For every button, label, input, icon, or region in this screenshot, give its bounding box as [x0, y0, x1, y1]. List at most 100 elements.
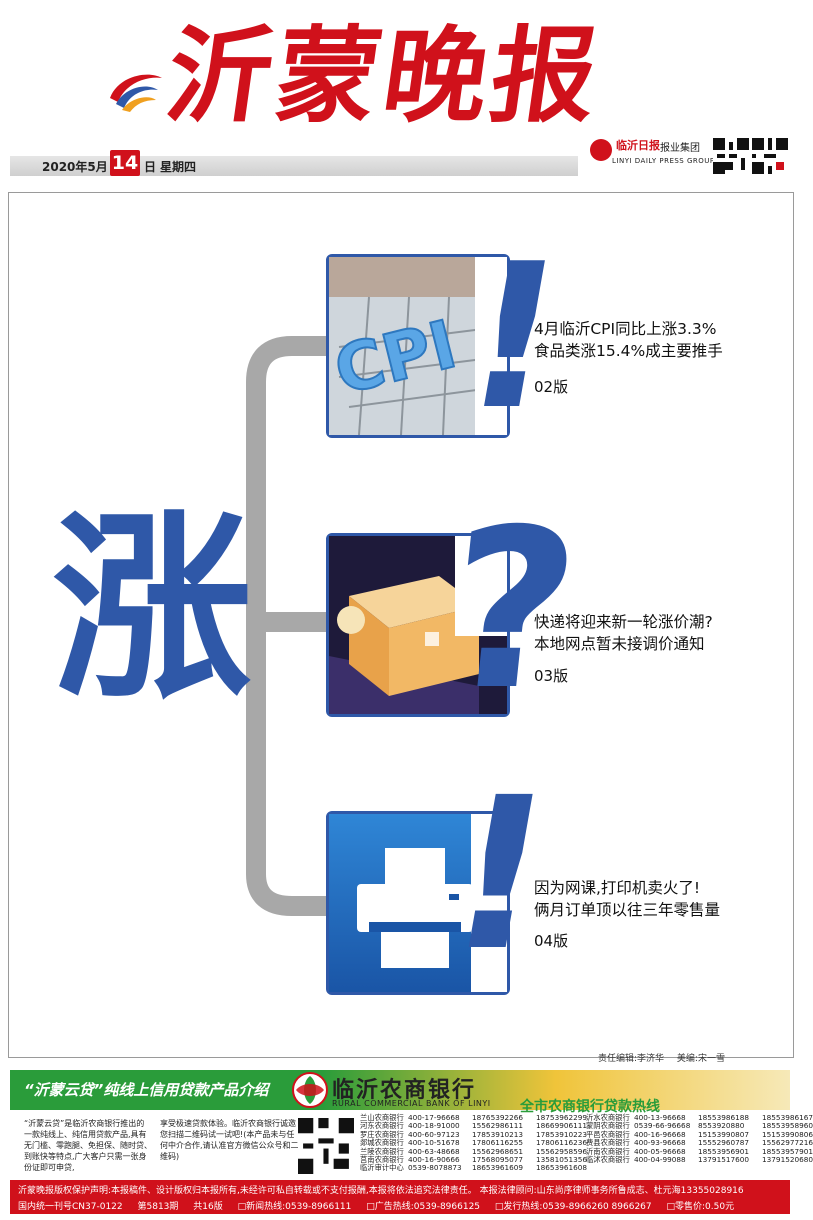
branch-contact-m2[interactable]: 15562958596: [536, 1146, 588, 1156]
cpi-image: CPI: [326, 257, 507, 436]
branch-contact-phone[interactable]: 400-17-96668: [408, 1113, 460, 1122]
date-band: [10, 156, 578, 176]
page-ref-02[interactable]: 02版: [534, 378, 569, 396]
branch-contact-m2[interactable]: 18753962299: [536, 1113, 588, 1122]
branch-contacts-left: 兰山农商银行 400-17-96668 18765392266 18753962299…: [360, 1113, 588, 1173]
headline-cpi[interactable]: 4月临沂CPI同比上涨3.3% 食品类涨15.4%成主要推手: [534, 318, 723, 362]
branch-contact-name: 沂水农商银行: [586, 1113, 630, 1122]
branch-contact-m2[interactable]: 18553986167: [762, 1113, 813, 1122]
branch-contact-phone[interactable]: 400-16-90666: [408, 1155, 460, 1165]
branch-contact-phone[interactable]: 0539-8078873: [408, 1163, 462, 1173]
qr-code-icon[interactable]: [298, 1118, 354, 1174]
bank-advertisement[interactable]: “沂蒙云贷”纯线上信用贷款产品介绍 临沂农商银行 RURAL COMMERCIA…: [10, 1066, 813, 1176]
express-box-image: [329, 536, 507, 714]
branch-contact-m2[interactable]: 18553957901: [762, 1146, 813, 1156]
branch-contact-m1[interactable]: 17806116255: [472, 1138, 524, 1148]
footer-bar: 沂蒙晚报版权保护声明:本报稿件、设计版权归本报所有,未经许可私自转载或不支付报酬…: [10, 1180, 790, 1214]
branch-contact-m2[interactable]: 18669906111: [536, 1121, 588, 1131]
ad-slogan: “沂蒙云贷”纯线上信用贷款产品介绍: [24, 1081, 269, 1099]
ad-banner: [10, 1070, 790, 1110]
editor-credit: 责任编辑:李济华: [598, 1054, 665, 1064]
branch-contact-phone[interactable]: 400-18-91000: [408, 1121, 460, 1131]
newspaper-logo-icon: [110, 74, 162, 112]
branch-contact-name: 兰山农商银行: [360, 1113, 404, 1122]
branch-contact-phone[interactable]: 400-10-51678: [408, 1138, 460, 1148]
branch-contact-m1[interactable]: 17568095077: [472, 1155, 524, 1165]
ad-description-cont: 享受极速贷款体验。临沂农商银行诚邀您扫描二维码试一试吧!(本产品未与任何中介合作…: [160, 1119, 299, 1161]
branch-contacts: 兰山农商银行 400-17-96668 18765392266 18753962299…: [360, 1113, 813, 1176]
branch-contact-row: 蒙阴农商银行 0539-66-96668 8553920880 18553958960: [586, 1121, 813, 1131]
branch-contact-name: 蒙阴农商银行: [586, 1121, 630, 1131]
branch-contact-m2[interactable]: 15562977216: [762, 1138, 813, 1148]
branch-contact-m2[interactable]: 17806116236: [536, 1138, 588, 1148]
branch-contact-name: 罗庄农商银行: [360, 1129, 404, 1139]
branch-contact-phone[interactable]: 400-05-96668: [634, 1146, 686, 1156]
branch-contact-name: 莒南农商银行: [360, 1155, 404, 1165]
press-group-seal-icon: [590, 139, 612, 161]
headline-printer[interactable]: 因为网课,打印机卖火了! 俩月订单顶以往三年零售量: [534, 877, 720, 921]
issue-number: 国内统一刊号CN37-0122: [18, 1202, 123, 1212]
ad-hotline: □广告热线:0539-8966125: [366, 1202, 481, 1212]
issue-count: 第5813期: [137, 1202, 179, 1212]
bank-logo-icon: [292, 1072, 328, 1108]
branch-contact-phone[interactable]: 400-16-96668: [634, 1129, 686, 1139]
branch-contact-m2[interactable]: 13791520680: [762, 1155, 813, 1165]
branch-contact-phone[interactable]: 0539-66-96668: [634, 1121, 691, 1131]
branch-contact-m1[interactable]: 18553986188: [698, 1113, 750, 1122]
branch-contact-m2[interactable]: 17853910223: [536, 1129, 588, 1139]
branch-contact-name: 兰陵农商银行: [360, 1146, 404, 1156]
news-hotline: □新闻热线:0539-8966111: [237, 1202, 352, 1212]
branch-contact-m1[interactable]: 18553956901: [698, 1146, 750, 1156]
branch-contact-m1[interactable]: 15153990807: [698, 1129, 750, 1139]
branch-contact-m1[interactable]: 15552960787: [698, 1138, 750, 1148]
branch-contact-phone[interactable]: 400-13-96668: [634, 1113, 686, 1122]
question-mark: ?: [434, 482, 590, 738]
branch-contact-m2[interactable]: 15153990806: [762, 1129, 813, 1139]
branch-contact-phone[interactable]: 400-63-48668: [408, 1146, 460, 1156]
date-day-suffix: 日: [144, 160, 157, 174]
date-day: 14: [110, 150, 140, 176]
page-ref-04[interactable]: 04版: [534, 932, 569, 950]
branch-contact-m2[interactable]: 18653961608: [536, 1163, 588, 1173]
designer-credit: 美编:宋一雪: [676, 1054, 725, 1064]
branch-contact-row: 兰山农商银行 400-17-96668 18765392266 18753962299: [360, 1113, 588, 1122]
branch-contacts-right: 沂水农商银行 400-13-96668 18553986188 18553986167…: [586, 1113, 813, 1165]
press-group-en: LINYI DAILY PRESS GROUP: [612, 157, 715, 165]
branch-contact-name: 沂南农商银行: [586, 1146, 630, 1156]
branch-contact-m1[interactable]: 18653961609: [472, 1163, 524, 1173]
express-thumbnail[interactable]: [326, 533, 510, 717]
branch-contact-row: 沂水农商银行 400-13-96668 18553986188 18553986167: [586, 1113, 813, 1122]
date-year-month: 2020年5月: [42, 160, 108, 174]
branch-contact-m2[interactable]: 13581051356: [536, 1155, 588, 1165]
page-count: 共16版: [193, 1202, 223, 1212]
headline-cpi-line1: 4月临沂CPI同比上涨3.3%: [534, 320, 717, 338]
headline-express[interactable]: 快递将迎来新一轮涨价潮? 本地网点暂未接调价通知: [534, 611, 713, 655]
branch-contact-m2[interactable]: 18553958960: [762, 1121, 813, 1131]
branch-contact-phone[interactable]: 400-60-97123: [408, 1129, 460, 1139]
press-group-name: 临沂日报: [616, 139, 660, 152]
printer-image: [329, 814, 507, 992]
branch-contact-phone[interactable]: 400-93-96668: [634, 1138, 686, 1148]
qr-code-icon[interactable]: [713, 138, 749, 174]
cpi-thumbnail[interactable]: CPI: [326, 254, 510, 438]
branch-contact-row: 莒南农商银行 400-16-90666 17568095077 13581051356: [360, 1155, 588, 1165]
page-ref-03[interactable]: 03版: [534, 667, 569, 685]
branch-contact-m1[interactable]: 13791517600: [698, 1155, 750, 1165]
branch-contact-m1[interactable]: 15562968651: [472, 1146, 524, 1156]
issue-info: 国内统一刊号CN37-0122 第5813期 共16版 □新闻热线:0539-8…: [18, 1199, 746, 1212]
branch-contact-m1[interactable]: 18765392266: [472, 1113, 524, 1122]
press-group-badge: 临沂日报 报业集团 LINYI DAILY PRESS GROUP: [590, 137, 714, 173]
distribution-hotline: □发行热线:0539-8966260 8966267: [494, 1202, 652, 1212]
weekday: 星期四: [160, 160, 197, 174]
branch-contact-m1[interactable]: 15562986111: [472, 1121, 524, 1131]
branch-contact-m1[interactable]: 17853910213: [472, 1129, 524, 1139]
branch-contact-m1[interactable]: 8553920880: [698, 1121, 745, 1131]
qr-code-icon[interactable]: [752, 138, 788, 174]
branch-contact-phone[interactable]: 400-04-99088: [634, 1155, 686, 1165]
loan-hotline-title: 全市农商银行贷款热线: [520, 1099, 660, 1115]
printer-thumbnail[interactable]: [326, 811, 510, 995]
